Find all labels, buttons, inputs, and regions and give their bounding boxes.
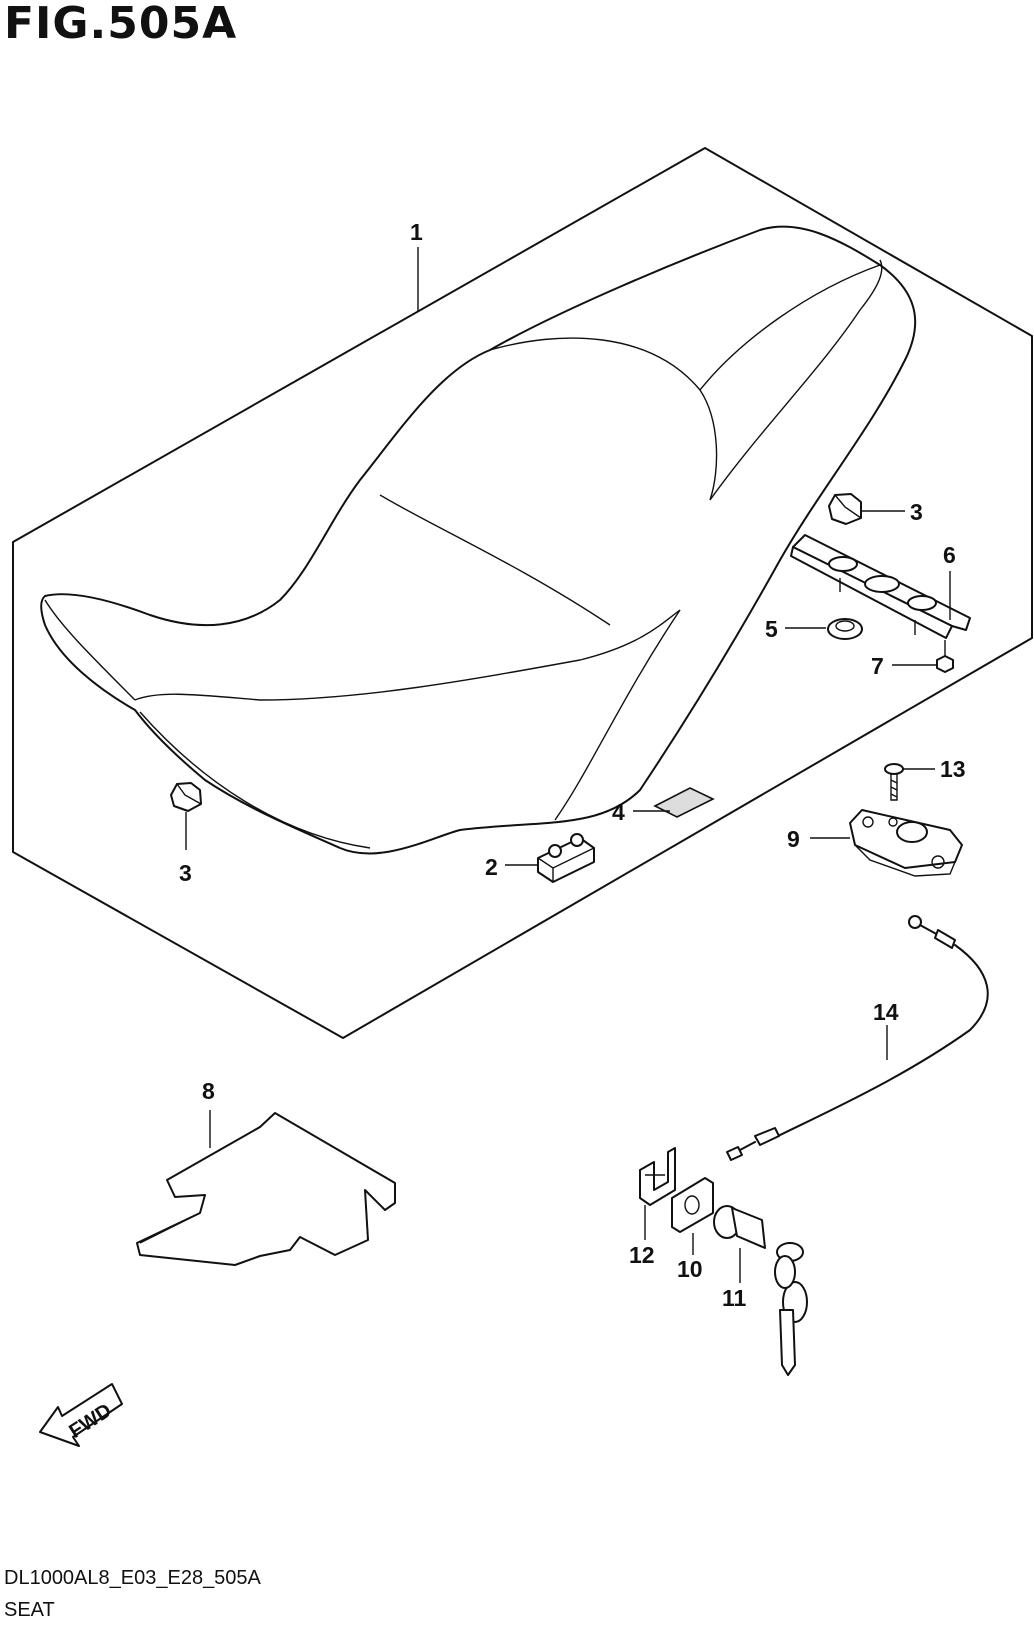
callout-2: 2 bbox=[485, 854, 498, 880]
bracket-part-6[interactable] bbox=[790, 534, 971, 639]
heat-shield-part-8[interactable] bbox=[136, 1112, 396, 1266]
callout-14: 14 bbox=[873, 999, 899, 1025]
sheet-part-4[interactable] bbox=[653, 787, 715, 818]
figure-title: FIG.505A bbox=[4, 0, 238, 49]
callout-10: 10 bbox=[677, 1256, 703, 1282]
lock-body-part-9[interactable] bbox=[849, 809, 963, 877]
key-cylinder-part-11[interactable] bbox=[713, 1205, 808, 1376]
plate-part-10[interactable] bbox=[671, 1177, 714, 1233]
callout-12: 12 bbox=[629, 1242, 655, 1268]
screw-part-13[interactable] bbox=[884, 763, 904, 801]
callout-3-left: 3 bbox=[179, 860, 192, 886]
callout-9: 9 bbox=[787, 826, 800, 852]
callout-6: 6 bbox=[943, 542, 956, 568]
cable-part-14[interactable] bbox=[726, 915, 989, 1161]
callout-11: 11 bbox=[722, 1285, 747, 1311]
callout-1: 1 bbox=[410, 219, 423, 245]
callout-8: 8 bbox=[202, 1078, 215, 1104]
callout-7: 7 bbox=[871, 653, 884, 679]
callout-13: 13 bbox=[940, 756, 966, 782]
connector-part-2[interactable] bbox=[537, 833, 595, 883]
callout-4: 4 bbox=[612, 799, 625, 825]
cushion-part-3-right[interactable] bbox=[828, 493, 862, 525]
cushion-part-3-left[interactable] bbox=[170, 782, 202, 812]
nut-part-7[interactable] bbox=[936, 655, 954, 673]
diagram-code: DL1000AL8_E03_E28_505A bbox=[4, 1567, 261, 1589]
callout-3-right: 3 bbox=[910, 499, 923, 525]
assembly-outline bbox=[12, 147, 1033, 1039]
seat-part-1[interactable] bbox=[40, 225, 917, 855]
clip-part-12[interactable] bbox=[639, 1147, 676, 1206]
fwd-arrow-icon: FWD bbox=[39, 1383, 123, 1447]
section-name: SEAT bbox=[4, 1599, 55, 1621]
callout-5: 5 bbox=[765, 616, 778, 642]
grommet-part-5[interactable] bbox=[827, 618, 863, 640]
